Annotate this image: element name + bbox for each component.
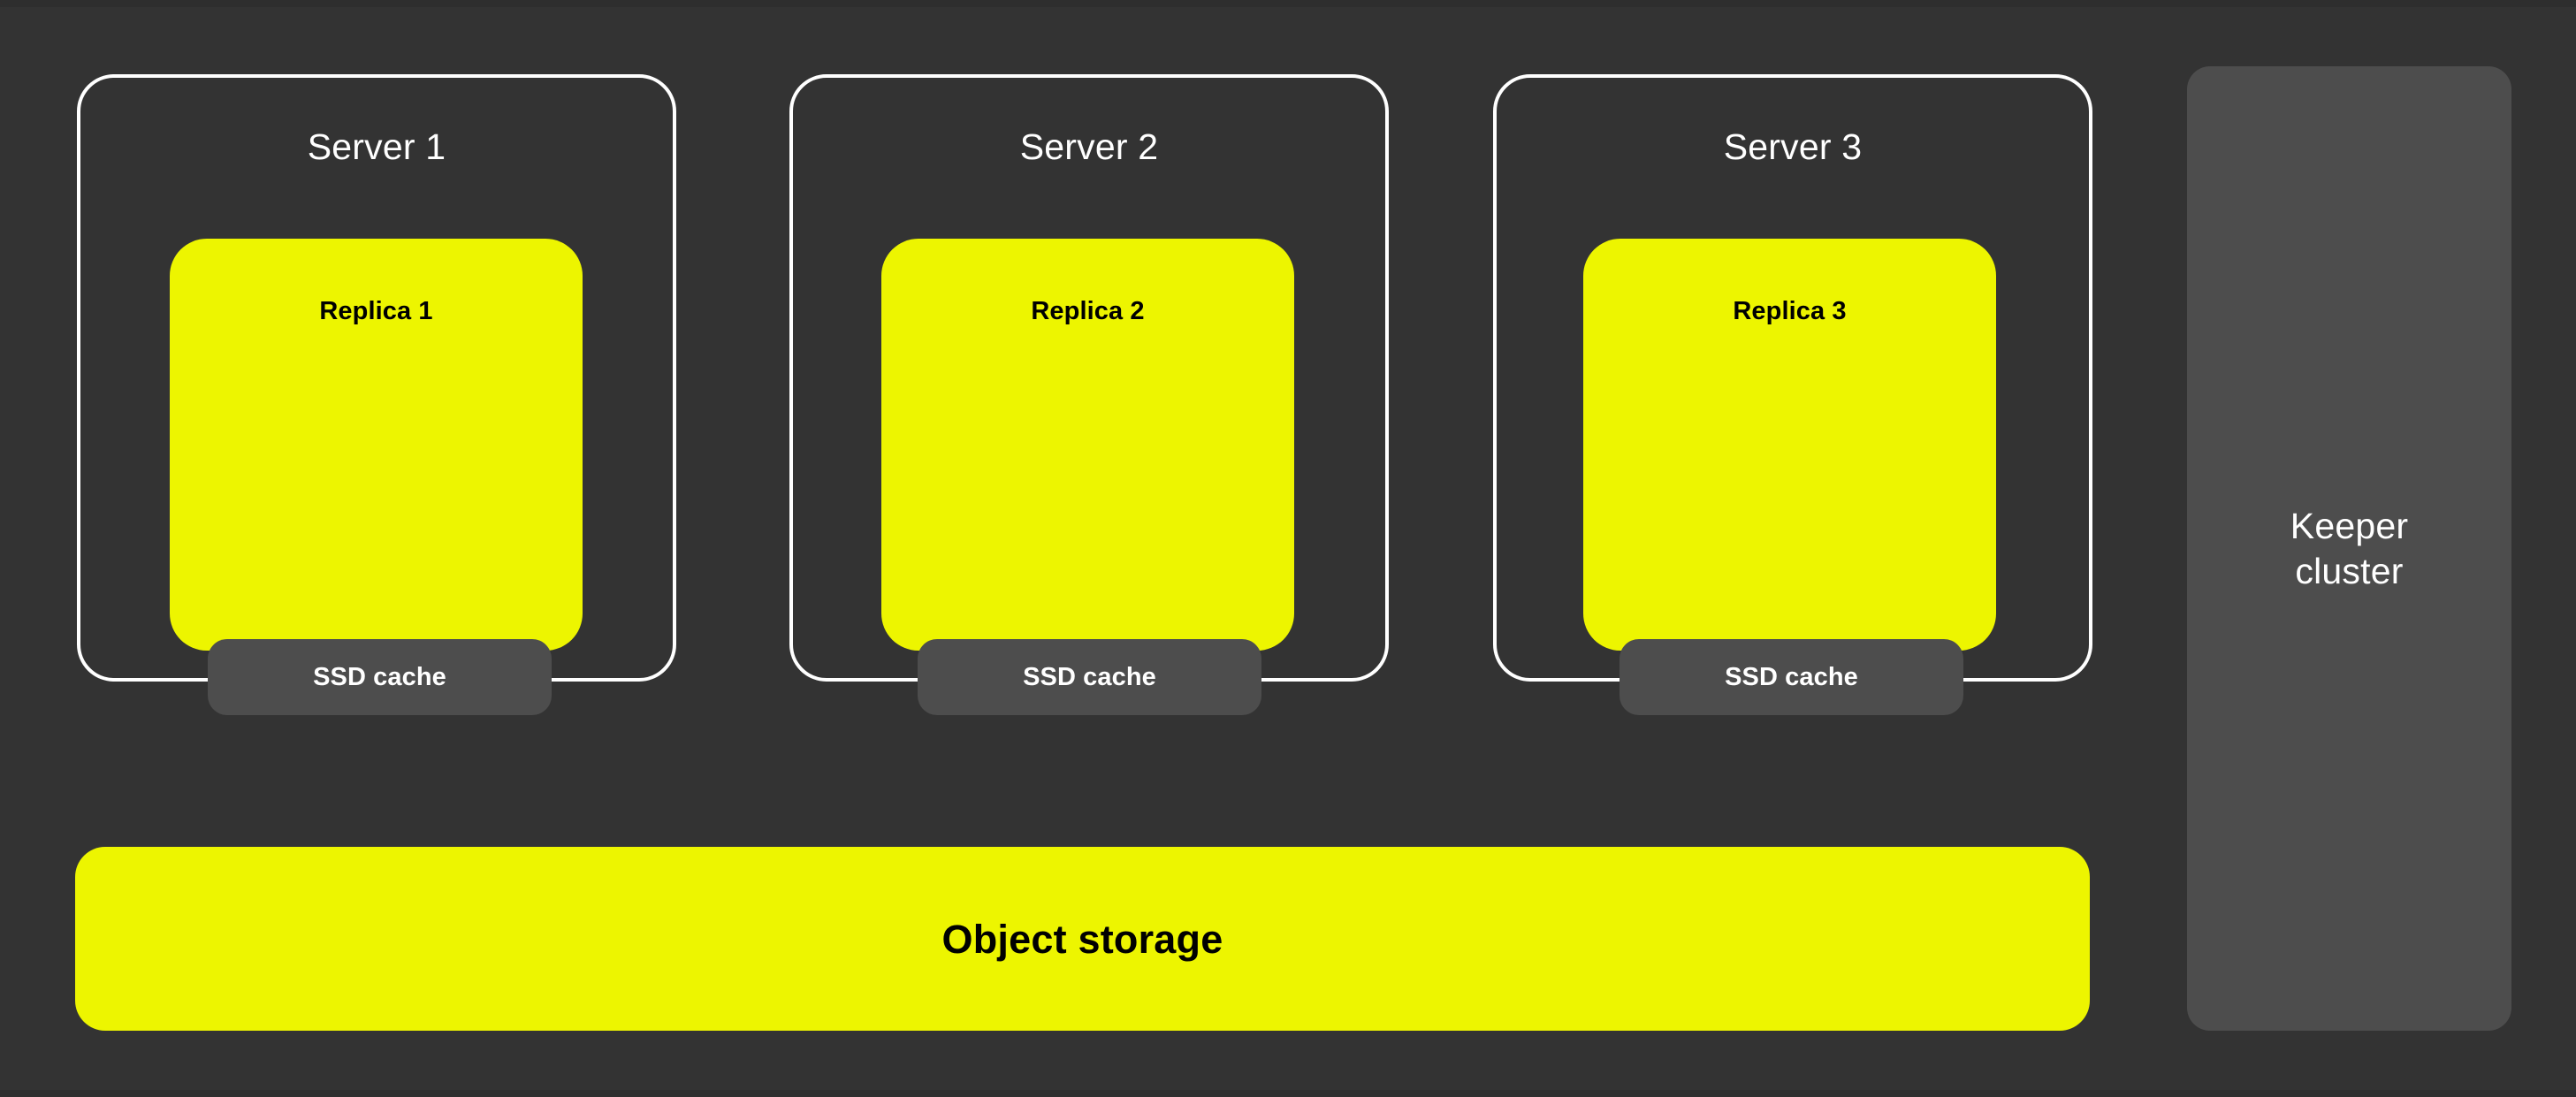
replica-3-label: Replica 3 — [1733, 297, 1847, 325]
canvas-bottom-edge-strip — [0, 1090, 2576, 1097]
ssd-cache-chip-1[interactable]: SSD cache — [208, 639, 552, 715]
keeper-cluster-label: Keeper cluster — [2290, 506, 2409, 591]
canvas-top-edge-strip — [0, 0, 2576, 7]
replica-card-2[interactable]: Replica 2 — [881, 239, 1294, 651]
server-2-title: Server 2 — [1019, 126, 1159, 167]
replica-1-label: Replica 1 — [319, 297, 433, 325]
ssd-cache-chip-3[interactable]: SSD cache — [1620, 639, 1963, 715]
object-storage-block[interactable]: Object storage — [75, 847, 2090, 1031]
replica-card-3[interactable]: Replica 3 — [1583, 239, 1996, 651]
server-3-title: Server 3 — [1723, 126, 1863, 167]
replica-2-label: Replica 2 — [1031, 297, 1145, 325]
ssd-cache-2-label: SSD cache — [1023, 662, 1156, 691]
ssd-cache-1-label: SSD cache — [313, 662, 446, 691]
object-storage-label: Object storage — [941, 916, 1223, 962]
ssd-cache-chip-2[interactable]: SSD cache — [918, 639, 1261, 715]
replica-card-1[interactable]: Replica 1 — [170, 239, 583, 651]
server-1-title: Server 1 — [307, 126, 446, 167]
ssd-cache-3-label: SSD cache — [1725, 662, 1858, 691]
keeper-cluster-panel[interactable]: Keeper cluster — [2187, 66, 2511, 1031]
